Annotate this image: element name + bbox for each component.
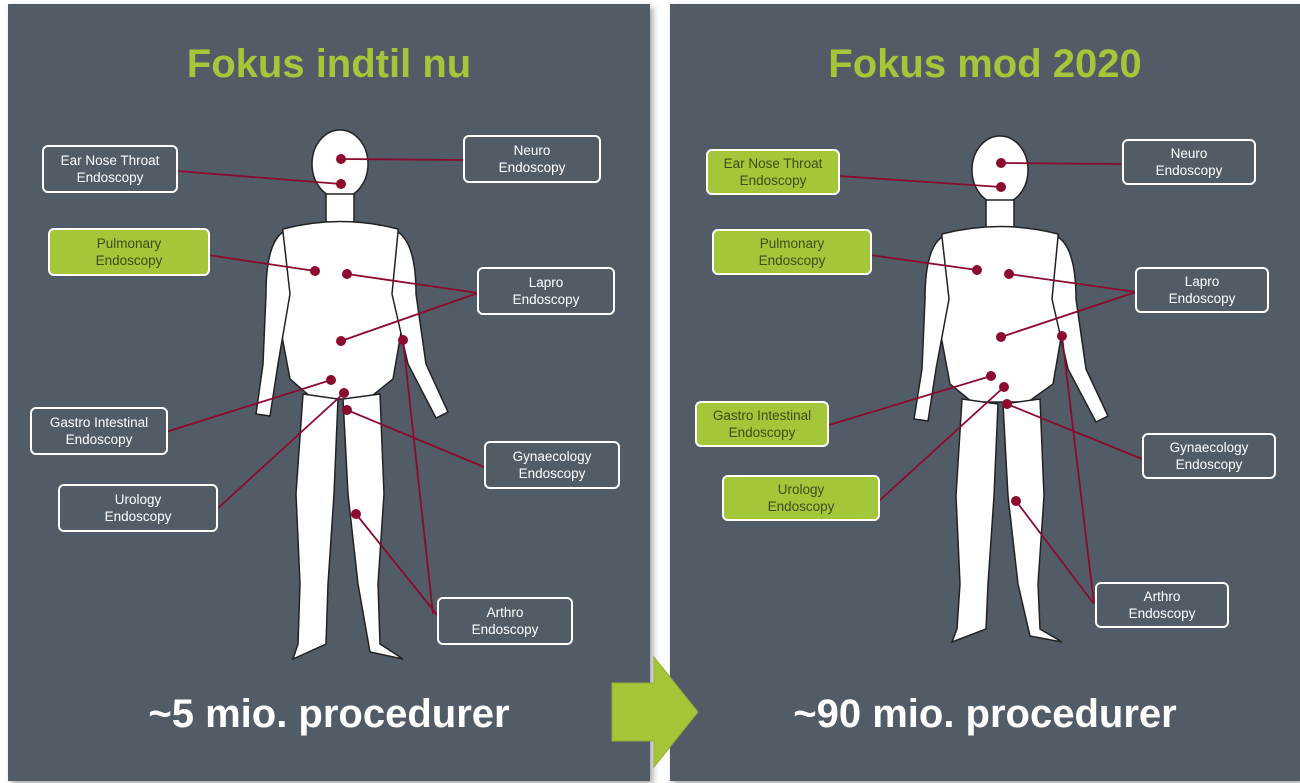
- label-line-1: Neuro: [514, 142, 551, 159]
- right-arrow-icon: [608, 655, 700, 769]
- label-pulmonary: Pulmonary Endoscopy: [712, 229, 872, 275]
- label-ent: Ear Nose Throat Endoscopy: [42, 145, 178, 193]
- label-arthro: Arthro Endoscopy: [1095, 582, 1229, 628]
- human-body-anatomy-icon: [670, 4, 1300, 781]
- label-line-2: Endoscopy: [472, 621, 539, 638]
- label-line-2: Endoscopy: [759, 252, 826, 269]
- label-line-2: Endoscopy: [513, 291, 580, 308]
- label-neuro: Neuro Endoscopy: [1122, 139, 1256, 185]
- label-line-2: Endoscopy: [77, 169, 144, 186]
- panel-current-focus: Fokus indtil nu Ear Nose Throat Endoscop…: [8, 4, 650, 781]
- label-line-2: Endoscopy: [740, 172, 807, 189]
- label-line-1: Neuro: [1171, 145, 1208, 162]
- label-line-1: Urology: [115, 491, 162, 508]
- label-line-1: Lapro: [529, 274, 564, 291]
- label-line-1: Ear Nose Throat: [724, 155, 823, 172]
- label-lapro: Lapro Endoscopy: [477, 267, 615, 315]
- label-line-1: Arthro: [1144, 588, 1181, 605]
- label-line-2: Endoscopy: [105, 508, 172, 525]
- label-urology: Urology Endoscopy: [722, 475, 880, 521]
- label-line-1: Gastro Intestinal: [713, 407, 811, 424]
- label-line-2: Endoscopy: [1169, 290, 1236, 307]
- label-pulmonary: Pulmonary Endoscopy: [48, 228, 210, 276]
- label-line-1: Gynaecology: [1170, 439, 1249, 456]
- label-line-2: Endoscopy: [729, 424, 796, 441]
- label-gastro: Gastro Intestinal Endoscopy: [30, 407, 168, 455]
- panel-title: Fokus mod 2020: [670, 42, 1300, 87]
- label-line-2: Endoscopy: [1129, 605, 1196, 622]
- procedure-count: ~5 mio. procedurer: [8, 692, 650, 737]
- label-line-2: Endoscopy: [499, 159, 566, 176]
- label-neuro: Neuro Endoscopy: [463, 135, 601, 183]
- label-line-2: Endoscopy: [519, 465, 586, 482]
- label-line-1: Pulmonary: [97, 235, 162, 252]
- label-line-1: Lapro: [1185, 273, 1220, 290]
- panel-future-focus: Fokus mod 2020 Ear Nose Throat Endoscopy…: [670, 4, 1300, 781]
- human-body-anatomy-icon: [8, 4, 650, 781]
- label-line-2: Endoscopy: [1176, 456, 1243, 473]
- label-line-2: Endoscopy: [1156, 162, 1223, 179]
- label-gynaecology: Gynaecology Endoscopy: [484, 441, 620, 489]
- label-urology: Urology Endoscopy: [58, 484, 218, 532]
- label-gastro: Gastro Intestinal Endoscopy: [695, 401, 829, 447]
- label-line-2: Endoscopy: [768, 498, 835, 515]
- label-line-1: Gastro Intestinal: [50, 414, 148, 431]
- label-line-1: Ear Nose Throat: [61, 152, 160, 169]
- label-line-2: Endoscopy: [66, 431, 133, 448]
- label-gynaecology: Gynaecology Endoscopy: [1142, 433, 1276, 479]
- label-arthro: Arthro Endoscopy: [437, 597, 573, 645]
- label-line-1: Urology: [778, 481, 825, 498]
- panel-title: Fokus indtil nu: [8, 42, 650, 87]
- label-lapro: Lapro Endoscopy: [1135, 267, 1269, 313]
- procedure-count: ~90 mio. procedurer: [670, 692, 1300, 737]
- label-line-1: Gynaecology: [513, 448, 592, 465]
- label-line-1: Pulmonary: [760, 235, 825, 252]
- label-line-1: Arthro: [487, 604, 524, 621]
- label-line-2: Endoscopy: [96, 252, 163, 269]
- label-ent: Ear Nose Throat Endoscopy: [706, 149, 840, 195]
